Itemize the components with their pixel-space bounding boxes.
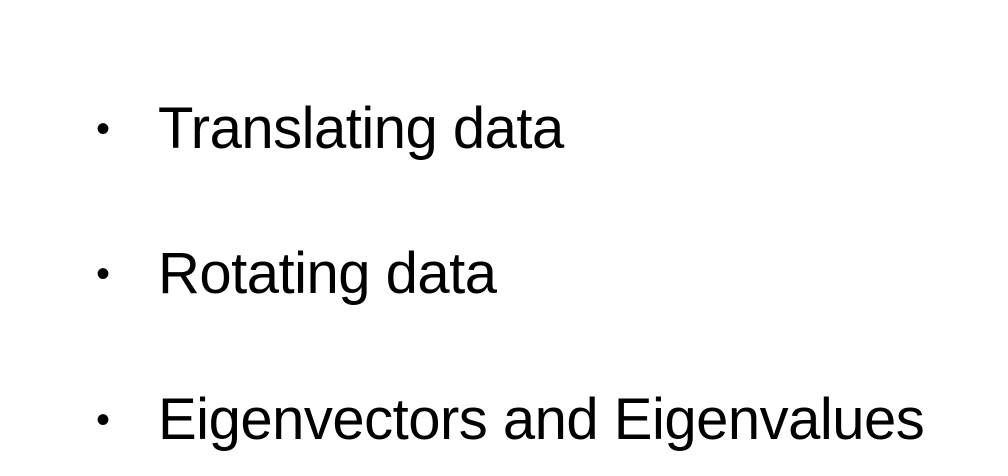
bullet-icon: • [96,252,111,296]
bullet-icon: • [96,107,111,151]
bullet-label: Translating data [158,96,564,161]
bullet-label: Eigenvectors and Eigenvalues [158,387,925,452]
bullet-item-eigenvectors-and-eigenvalues: • Eigenvectors and Eigenvalues [96,385,925,455]
bullet-item-translating-data: • Translating data [96,94,564,164]
bullet-label: Rotating data [158,241,497,306]
bullet-icon: • [96,398,111,442]
bullet-item-rotating-data: • Rotating data [96,239,497,309]
